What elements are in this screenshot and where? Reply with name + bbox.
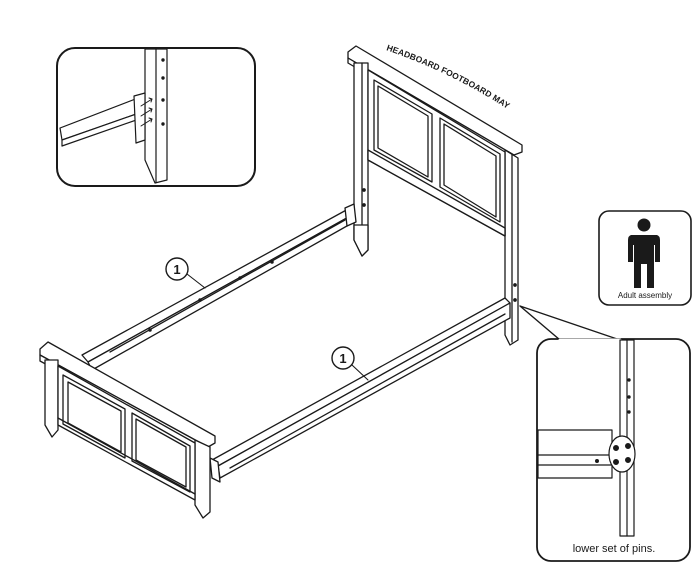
callout-number-left: 1 (173, 262, 180, 277)
badge-label: Adult assembly (618, 291, 672, 300)
adult-person-icon (628, 218, 660, 288)
pin-arrows (140, 97, 153, 127)
detail-caption: lower set of pins. (573, 543, 656, 555)
detail-inset-top (56, 47, 256, 187)
adult-assembly-badge: Adult assembly (598, 210, 692, 306)
callout-number-right: 1 (339, 351, 346, 366)
callout-rail-right: 1 (331, 346, 369, 381)
callout-rail-left: 1 (165, 257, 206, 289)
detail-inset-bottom: lower set of pins. (519, 305, 691, 562)
headboard (347, 45, 523, 346)
side-rail-right (209, 297, 511, 483)
footboard (39, 341, 216, 519)
side-rail-left (81, 203, 357, 371)
